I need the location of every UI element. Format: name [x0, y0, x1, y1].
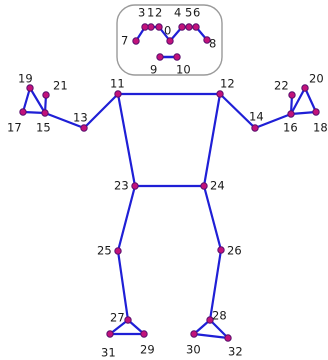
landmark-point-6 — [192, 23, 200, 31]
landmark-label-31: 31 — [101, 346, 116, 360]
landmark-label-8: 8 — [209, 37, 216, 51]
bone-18-20 — [303, 86, 318, 114]
landmark-point-11 — [114, 90, 122, 98]
landmark-label-14: 14 — [249, 110, 264, 124]
landmark-point-21 — [42, 91, 50, 99]
landmark-label-23: 23 — [114, 179, 129, 193]
landmark-label-27: 27 — [110, 311, 125, 325]
skeleton-connections — [21, 25, 318, 340]
landmark-label-24: 24 — [210, 179, 225, 193]
landmark-label-22: 22 — [274, 79, 289, 93]
bone-14-16 — [253, 112, 293, 130]
landmark-label-3: 3 — [138, 6, 145, 20]
landmark-label-1: 1 — [147, 6, 154, 20]
landmark-label-17: 17 — [7, 121, 22, 135]
landmark-label-7: 7 — [121, 34, 128, 48]
landmark-point-29 — [140, 330, 148, 338]
bone-11-23 — [116, 92, 137, 188]
landmark-label-11: 11 — [110, 77, 125, 91]
bone-24-26 — [202, 184, 223, 252]
landmark-label-18: 18 — [313, 121, 328, 135]
landmark-point-2 — [147, 23, 155, 31]
landmark-point-10 — [173, 53, 181, 61]
bone-17-19 — [21, 86, 32, 114]
bone-26-28 — [208, 248, 223, 322]
landmark-label-16: 16 — [283, 121, 298, 135]
bone-16-18 — [289, 110, 318, 116]
landmark-label-19: 19 — [18, 72, 33, 86]
landmark-label-12: 12 — [220, 77, 235, 91]
landmark-label-6: 6 — [193, 6, 200, 20]
landmark-label-20: 20 — [309, 72, 324, 86]
landmark-label-13: 13 — [73, 111, 88, 125]
landmark-point-31 — [106, 330, 114, 338]
landmark-point-0 — [166, 37, 174, 45]
landmark-label-9: 9 — [150, 63, 157, 77]
bone-16-20 — [289, 86, 307, 116]
landmark-point-4 — [178, 23, 186, 31]
landmark-point-28 — [206, 316, 214, 324]
landmark-point-5 — [185, 23, 193, 31]
bone-30-32 — [192, 332, 230, 340]
face-region-box — [116, 4, 223, 76]
landmark-label-2: 2 — [155, 6, 162, 20]
landmark-label-30: 30 — [186, 343, 201, 357]
landmark-point-25 — [114, 247, 122, 255]
landmark-point-20 — [301, 84, 309, 92]
bone-23-25 — [116, 184, 137, 253]
landmark-label-10: 10 — [176, 63, 191, 77]
landmark-point-19 — [26, 84, 34, 92]
landmark-point-32 — [224, 334, 232, 342]
landmark-point-1 — [155, 23, 163, 31]
landmark-point-12 — [216, 90, 224, 98]
landmark-point-3 — [141, 23, 149, 31]
landmark-point-30 — [190, 330, 198, 338]
landmark-point-13 — [80, 124, 88, 132]
landmark-point-18 — [312, 108, 320, 116]
bone-12-24 — [202, 92, 222, 188]
landmark-point-24 — [200, 182, 208, 190]
landmark-points — [19, 23, 320, 342]
landmark-point-23 — [131, 182, 139, 190]
landmark-point-15 — [41, 109, 49, 117]
landmark-label-21: 21 — [53, 79, 68, 93]
landmark-label-28: 28 — [212, 309, 227, 323]
landmark-point-27 — [124, 316, 132, 324]
landmark-point-17 — [19, 108, 27, 116]
landmark-point-9 — [156, 53, 164, 61]
bone-12-14 — [218, 92, 257, 130]
landmark-label-26: 26 — [227, 244, 242, 258]
landmark-label-15: 15 — [36, 121, 51, 135]
landmark-label-32: 32 — [228, 345, 243, 359]
landmark-point-16 — [287, 110, 295, 118]
landmark-label-4: 4 — [174, 6, 181, 20]
bone-25-27 — [116, 249, 130, 322]
landmark-point-8 — [203, 36, 211, 44]
landmark-label-29: 29 — [140, 343, 155, 357]
landmark-point-26 — [217, 246, 225, 254]
landmark-point-22 — [288, 91, 296, 99]
landmark-label-5: 5 — [185, 6, 192, 20]
bone-15-19 — [28, 86, 47, 115]
bone-27-31 — [108, 318, 130, 336]
landmark-point-14 — [251, 124, 259, 132]
bone-13-15 — [43, 111, 86, 130]
bone-28-32 — [208, 318, 230, 340]
landmark-label-25: 25 — [97, 244, 112, 258]
landmark-label-0: 0 — [164, 24, 171, 38]
bone-11-13 — [82, 92, 120, 130]
landmark-point-7 — [132, 37, 140, 45]
